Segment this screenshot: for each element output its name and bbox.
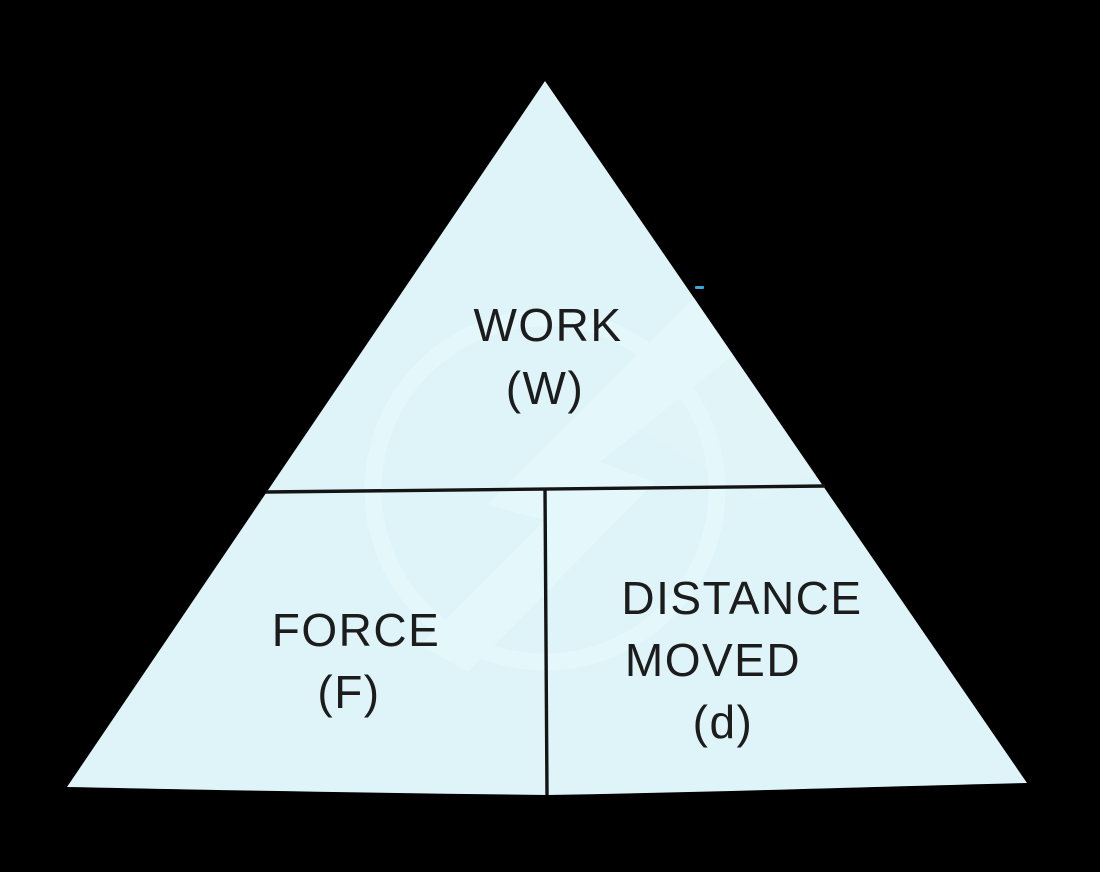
vertical-divider-line [543, 487, 549, 796]
bottom-right-section-label-line2: MOVED [625, 634, 801, 686]
bottom-right-section-symbol: (d) [693, 696, 754, 748]
top-section-symbol: (W) [506, 362, 585, 414]
bottom-left-section-label: FORCE [272, 604, 441, 656]
watermark-bolt-upper-wedge [640, 287, 820, 500]
bottom-right-section-label-line1: DISTANCE [621, 572, 862, 624]
bottom-left-section-symbol: (F) [317, 666, 380, 718]
watermark-bolt [420, 287, 752, 672]
triangle-shape [67, 81, 1027, 795]
blue-dash-artifact [695, 286, 704, 289]
top-section-label: WORK [473, 299, 622, 351]
